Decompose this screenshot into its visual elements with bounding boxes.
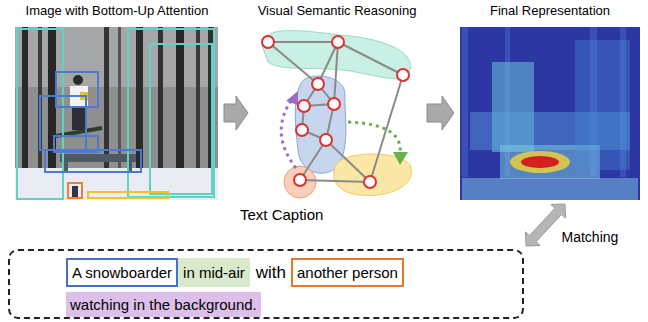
panel-title: Image with Bottom-Up Attention	[13, 3, 221, 19]
graph-node	[262, 36, 274, 48]
arrow-head	[393, 152, 408, 165]
tree-trunk	[196, 27, 200, 177]
panel-title: Visual Semantic Reasoning	[250, 3, 424, 19]
graph-node	[364, 176, 376, 188]
graph-node	[296, 124, 308, 136]
arrow-head	[286, 91, 298, 105]
phrase-text: watching in the background.	[70, 296, 257, 314]
phrase-highlight: in mid-air	[178, 258, 250, 287]
tree-trunk	[158, 27, 163, 177]
hotspot	[510, 151, 570, 173]
phrase-box: A snowboarder	[66, 258, 178, 287]
graph-edge	[334, 42, 338, 104]
region-box	[150, 44, 212, 194]
tree-shadow	[462, 27, 468, 177]
graph-node	[328, 98, 340, 110]
group-blob	[284, 166, 316, 198]
region-box	[68, 183, 82, 198]
phrase-text: in mid-air	[183, 264, 245, 282]
graph-node	[294, 174, 306, 186]
other-person	[72, 186, 78, 197]
rail-leg	[64, 162, 68, 172]
phrase-text: another person	[297, 264, 398, 282]
dotted-arrow	[281, 98, 296, 168]
edge-label: Matching	[560, 229, 621, 246]
graph-edge	[268, 42, 318, 84]
region-box	[56, 72, 98, 107]
graph-edge	[326, 140, 370, 182]
rider-head	[73, 75, 83, 85]
graph-edge	[300, 140, 326, 180]
photo-ground	[15, 27, 218, 200]
panel-title: Final Representation	[456, 3, 644, 19]
graph-edge	[370, 75, 403, 182]
caption-heading: Text Caption	[240, 206, 323, 224]
graph-node	[298, 100, 310, 112]
block-arrow	[224, 96, 248, 130]
tree-trunk	[48, 27, 56, 177]
dotted-arrow	[348, 122, 400, 154]
graph-edge	[268, 41, 338, 43]
attention-region	[575, 40, 630, 170]
photo-sky	[15, 27, 218, 87]
heatmap-ground	[460, 27, 640, 200]
graph-panel: Visual Semantic Reasoning	[250, 0, 424, 201]
tree-trunk	[176, 27, 184, 177]
heatmap-panel: Final Representation	[456, 0, 644, 201]
phrase-highlight: watching in the background.	[66, 292, 261, 317]
block-arrow	[427, 96, 454, 130]
graph-node	[320, 134, 332, 146]
graph-edge	[300, 180, 370, 182]
graph-edge	[338, 42, 403, 75]
phrase-box: another person	[291, 258, 404, 287]
region-box	[45, 150, 141, 172]
graph-node	[397, 69, 409, 81]
graph-node	[312, 78, 324, 90]
caption-word: with	[256, 262, 286, 283]
hotspot	[521, 156, 559, 168]
phrase-text: A snowboarder	[72, 264, 172, 282]
graph-node	[332, 36, 344, 48]
attention-region	[462, 178, 638, 200]
caption-box: Text Caption A snowboarder in mid-air anoth…	[8, 206, 524, 321]
rider-legs	[72, 108, 86, 130]
graph-edges	[268, 42, 403, 182]
tree-trunk	[22, 27, 28, 177]
group-blob	[295, 76, 346, 173]
image-panel: Image with Bottom-Up Attention	[13, 0, 221, 201]
rail	[60, 154, 136, 162]
region-box	[88, 192, 168, 198]
region-box	[40, 96, 86, 150]
graph-nodes	[262, 36, 409, 188]
